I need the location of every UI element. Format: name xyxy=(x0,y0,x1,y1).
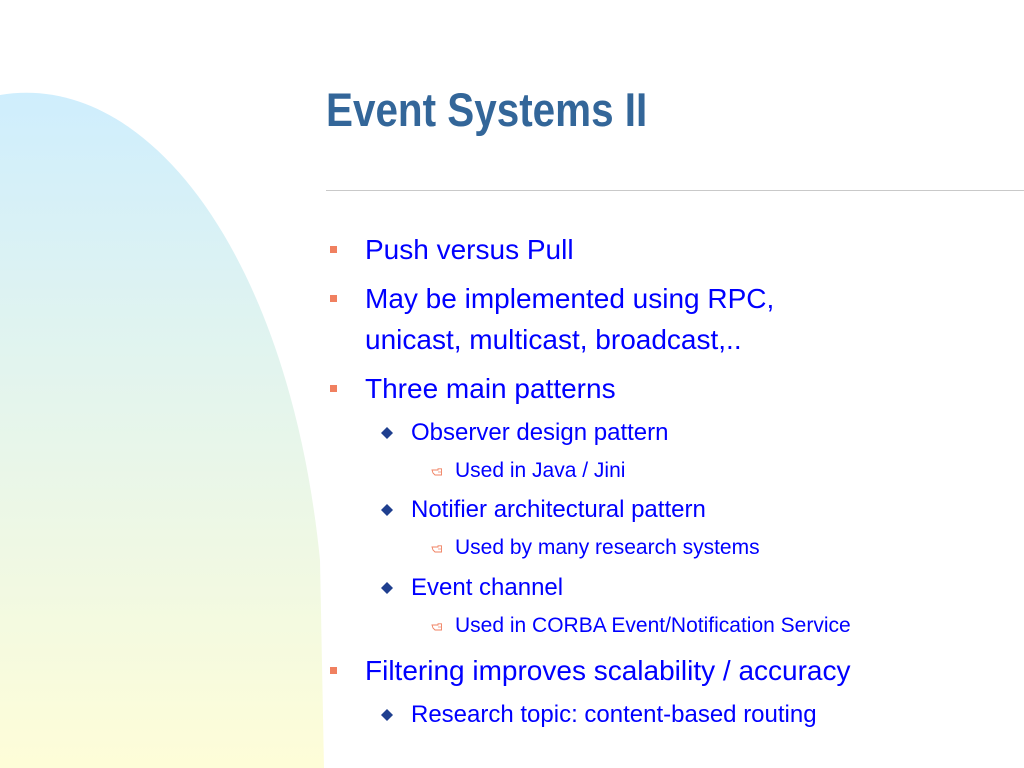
list-item-text: Used by many research systems xyxy=(455,536,760,559)
list-item-text: Notifier architectural pattern xyxy=(411,496,706,523)
diamond-bullet-icon xyxy=(381,504,393,516)
pointing-hand-icon xyxy=(431,623,442,631)
square-bullet-icon xyxy=(330,385,337,392)
square-bullet-icon xyxy=(330,246,337,253)
square-bullet-icon xyxy=(330,295,337,302)
list-item-text: Research topic: content-based routing xyxy=(411,701,817,728)
pointing-hand-icon xyxy=(431,468,442,476)
list-item-text-continuation: unicast, multicast, broadcast,.. xyxy=(365,324,742,355)
list-item-text: Observer design pattern xyxy=(411,419,669,446)
diamond-bullet-icon xyxy=(381,427,393,439)
diamond-bullet-icon xyxy=(381,582,393,594)
list-item-text: Push versus Pull xyxy=(365,234,574,265)
square-bullet-icon xyxy=(330,667,337,674)
list-item-text: Event channel xyxy=(411,574,564,601)
title-divider xyxy=(326,190,1024,191)
diamond-bullet-icon xyxy=(381,709,393,721)
list-item-text: Filtering improves scalability / accurac… xyxy=(365,655,851,686)
list-item-text: Used in CORBA Event/Notification Service xyxy=(455,614,851,637)
list-item-text: Three main patterns xyxy=(365,373,616,404)
list-item-text: May be implemented using RPC, xyxy=(365,283,775,314)
list-item-text: Used in Java / Jini xyxy=(455,459,626,482)
decorative-curved-shape xyxy=(0,92,324,768)
pointing-hand-icon xyxy=(431,545,442,553)
slide-title: Event Systems II xyxy=(326,83,648,136)
